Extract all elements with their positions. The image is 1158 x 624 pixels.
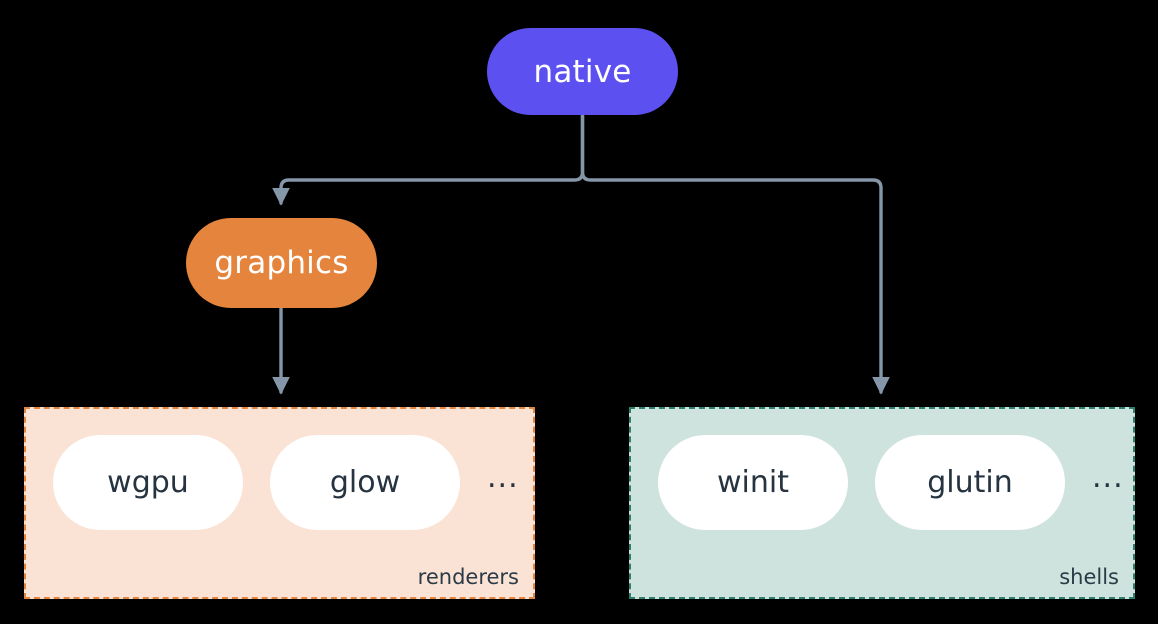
node-native[interactable]: native bbox=[487, 28, 678, 115]
leaf-wgpu[interactable]: wgpu bbox=[53, 435, 243, 530]
leaf-winit[interactable]: winit bbox=[658, 435, 848, 530]
edge-native-to-graphics bbox=[272, 114, 585, 206]
group-shells-label: shells bbox=[1059, 565, 1119, 589]
leaf-glutin[interactable]: glutin bbox=[875, 435, 1065, 530]
group-renderers-ellipsis: ... bbox=[487, 459, 519, 495]
group-renderers-items: wgpu glow ... bbox=[26, 435, 519, 530]
group-renderers[interactable]: wgpu glow ... renderers bbox=[24, 407, 535, 599]
leaf-wgpu-label: wgpu bbox=[107, 465, 189, 500]
group-shells-ellipsis: ... bbox=[1092, 459, 1124, 495]
group-shells[interactable]: winit glutin ... shells bbox=[629, 407, 1135, 599]
node-native-label: native bbox=[533, 53, 632, 90]
leaf-glow[interactable]: glow bbox=[270, 435, 460, 530]
node-graphics[interactable]: graphics bbox=[186, 218, 377, 308]
leaf-glow-label: glow bbox=[329, 465, 401, 500]
edge-native-to-shells bbox=[580, 114, 890, 395]
group-renderers-label: renderers bbox=[417, 565, 519, 589]
leaf-winit-label: winit bbox=[717, 465, 789, 500]
leaf-glutin-label: glutin bbox=[927, 465, 1013, 500]
node-graphics-label: graphics bbox=[214, 245, 349, 281]
group-shells-items: winit glutin ... bbox=[631, 435, 1124, 530]
